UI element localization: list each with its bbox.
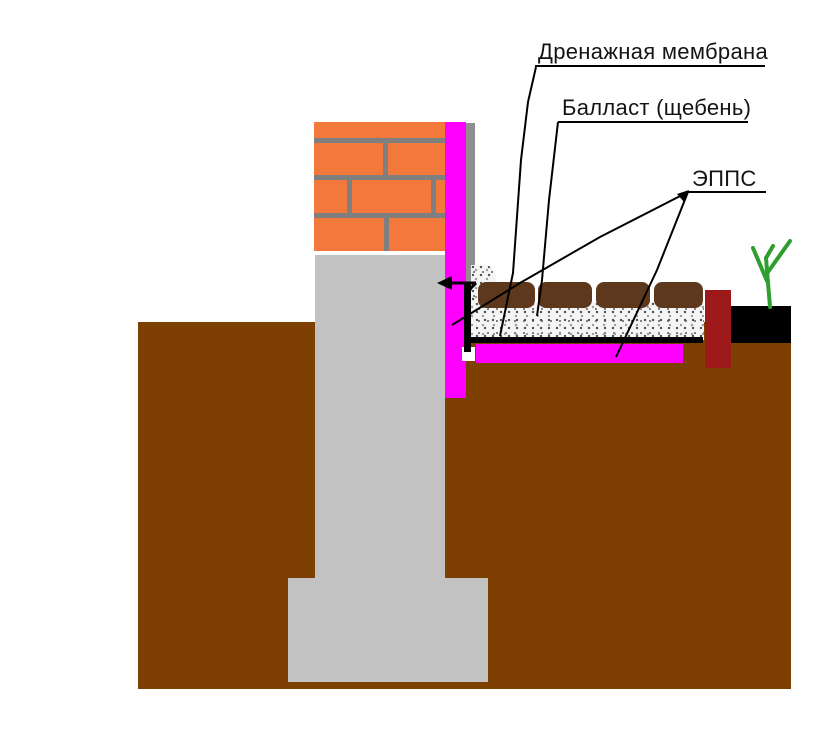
plant-twig: [764, 244, 775, 260]
topsoil-black: [731, 306, 791, 343]
label-ballast: Балласт (щебень): [562, 95, 752, 120]
mortar-joint: [383, 143, 388, 175]
mortar-line: [314, 175, 445, 180]
paver-block: [478, 282, 535, 308]
skirt-insulation-epps: [476, 344, 683, 363]
paver-block: [654, 282, 703, 308]
drainage-membrane-horizontal: [464, 337, 703, 343]
brick-wall: [314, 122, 445, 251]
plant-sprout: [751, 239, 792, 309]
mortar-joint: [347, 180, 352, 213]
mortar-joint: [431, 180, 436, 213]
label-epps: ЭППС: [692, 166, 757, 191]
leader-epps-arrowhead: [677, 190, 689, 202]
mortar-line: [314, 138, 445, 143]
mortar-joint: [384, 218, 389, 251]
foundation-footing: [288, 578, 488, 682]
paver-block: [538, 282, 592, 308]
curb-stone: [705, 290, 731, 368]
foundation-wall: [315, 255, 445, 578]
plant-branch-right: [766, 239, 792, 274]
plant-stem: [764, 256, 772, 309]
mortar-line: [314, 213, 445, 218]
label-drainage-membrane: Дренажная мембрана: [538, 39, 768, 64]
plant-branch-left: [751, 246, 769, 283]
paver-block: [596, 282, 650, 308]
